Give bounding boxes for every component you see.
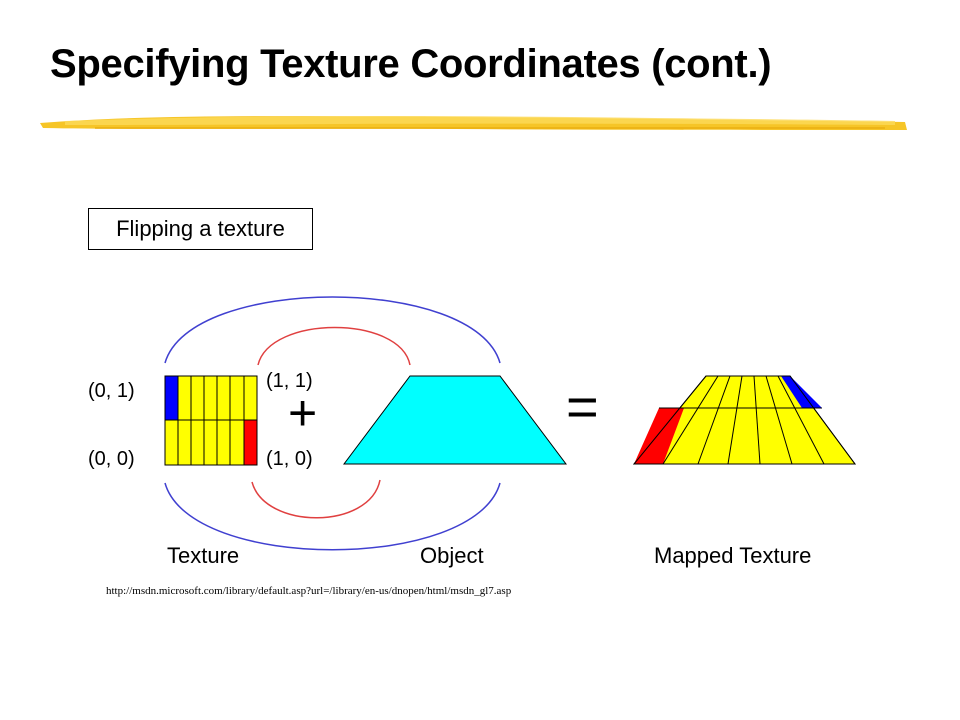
coord-bottom-right: (1, 0)	[266, 448, 313, 470]
source-url: http://msdn.microsoft.com/library/defaul…	[106, 585, 512, 597]
slide-title: Specifying Texture Coordinates (cont.)	[50, 42, 772, 86]
label-texture: Texture	[167, 543, 239, 568]
object-trapezoid	[343, 375, 567, 465]
caption-text: Flipping a texture	[116, 216, 285, 241]
texture-mapping-diagram: (0, 1) (0, 0) (1, 1) (1, 0) + = Texture …	[88, 296, 856, 568]
caption-box: Flipping a texture	[88, 208, 313, 250]
coord-bottom-left: (0, 0)	[88, 448, 135, 470]
outer-arc-bottom	[164, 482, 501, 551]
inner-arc-top	[257, 326, 411, 366]
title-underline	[40, 116, 907, 130]
coord-top-left: (0, 1)	[88, 380, 135, 402]
texture-grid	[164, 375, 258, 466]
outer-arc-top	[164, 296, 501, 364]
label-object: Object	[420, 543, 484, 568]
equals-sign: =	[566, 375, 599, 438]
coord-top-right: (1, 1)	[266, 370, 313, 392]
label-mapped-texture: Mapped Texture	[654, 543, 811, 568]
mapped-texture-trapezoid	[632, 375, 856, 465]
inner-arc-bottom	[251, 479, 381, 519]
plus-sign: +	[288, 385, 317, 441]
